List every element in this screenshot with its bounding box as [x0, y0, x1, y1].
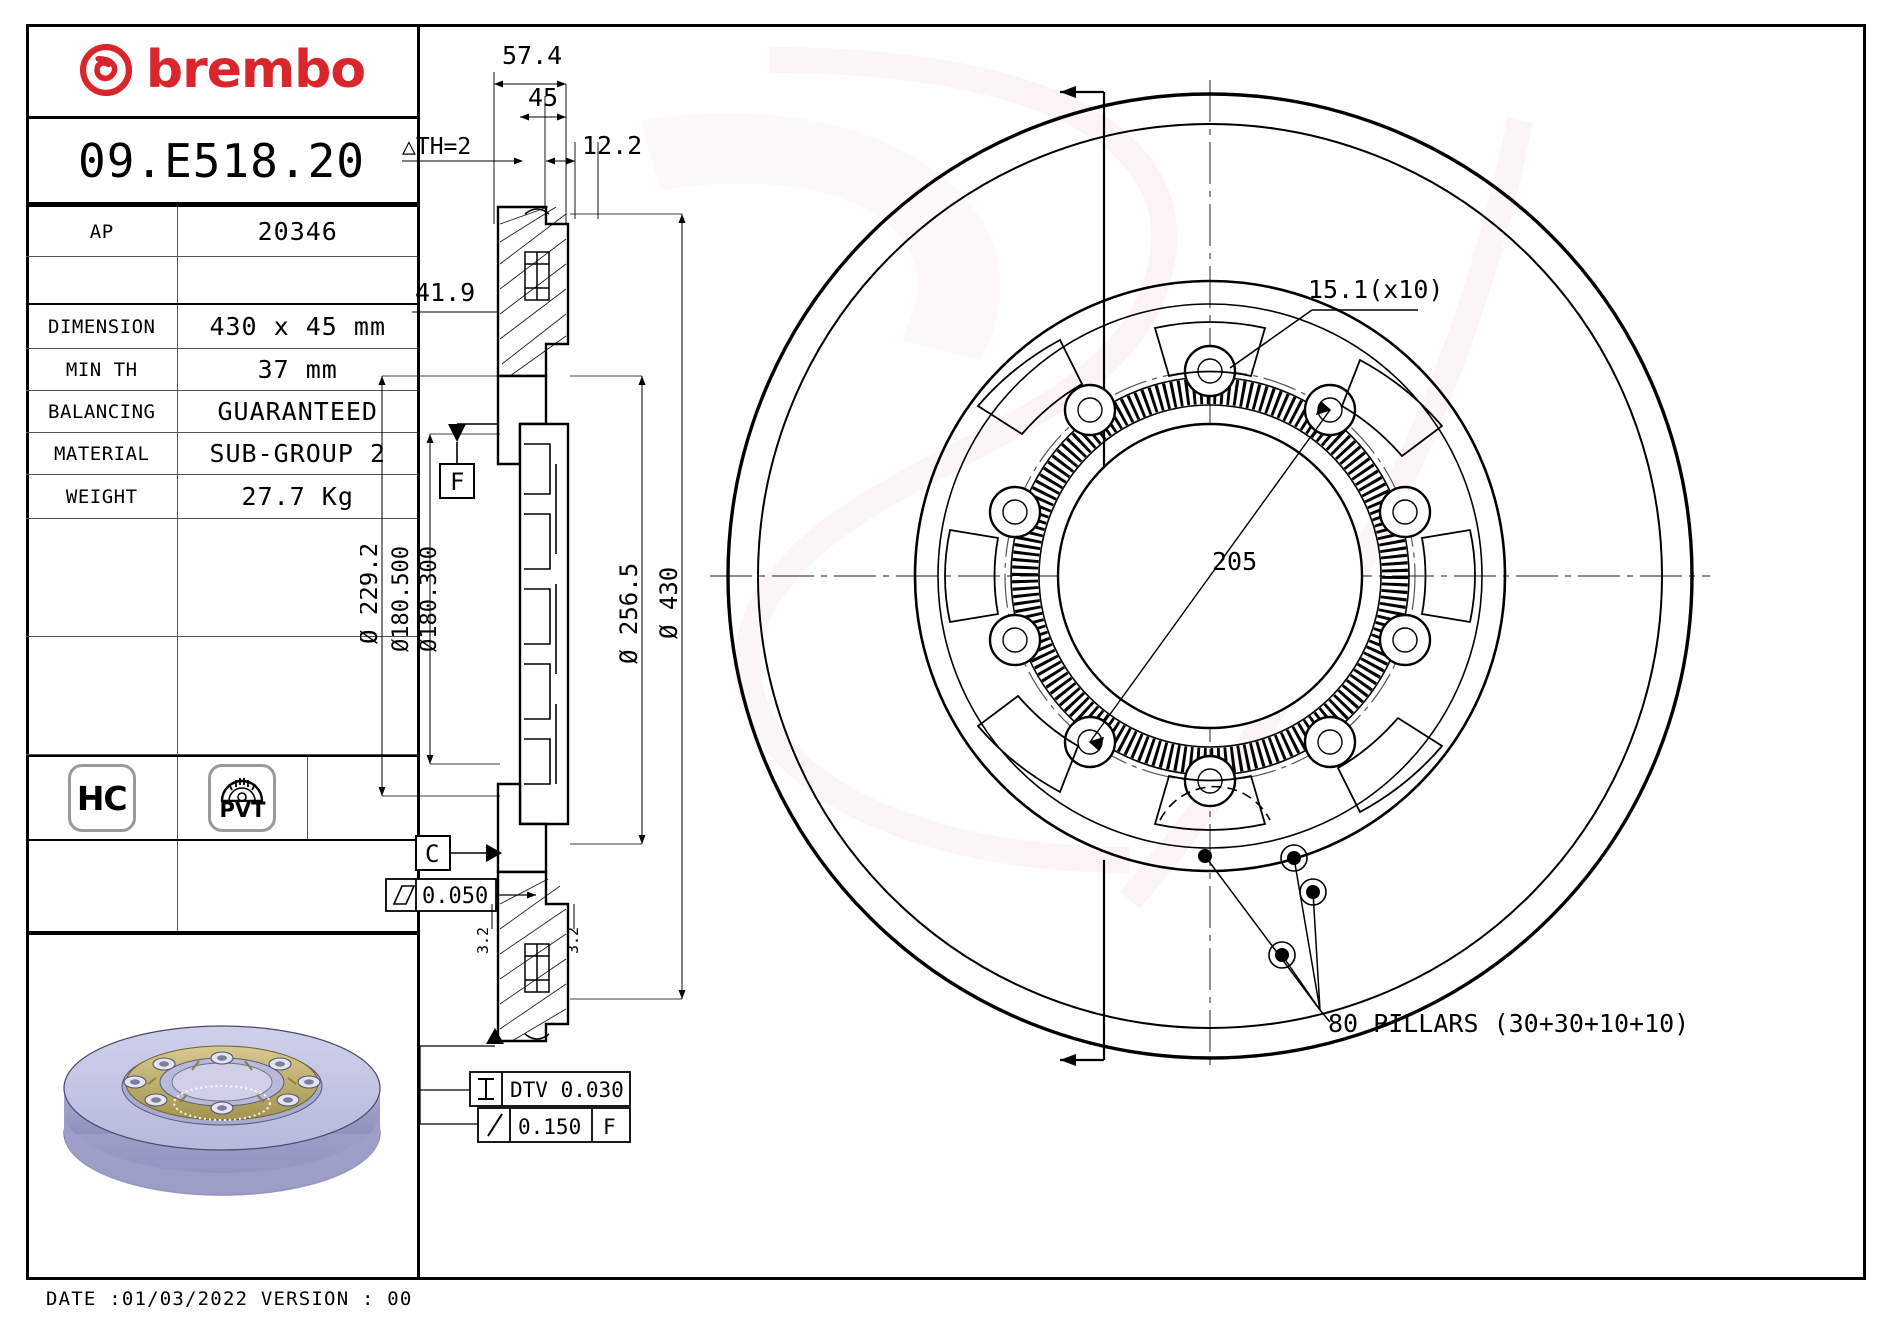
gdt-flatness: 0.050 — [385, 878, 536, 912]
row-key: WEIGHT — [26, 475, 179, 518]
pvt-disc-icon — [221, 777, 264, 802]
hc-badge-cell: HC — [26, 757, 179, 839]
datum-f: F — [439, 423, 498, 499]
blank-key-4 — [26, 841, 179, 931]
date-version-text: DATE :01/03/2022 VERSION : 00 — [46, 1288, 413, 1310]
table-row-blank-2 — [26, 519, 417, 637]
dim-disc-width: 45 — [528, 83, 558, 112]
dim-hat-height: 41.9 — [415, 278, 475, 307]
row-value: 430 x 45 mm — [209, 312, 387, 341]
row-value: 27.7 Kg — [241, 482, 354, 511]
hc-badge-label: HC — [76, 778, 128, 818]
row-key: MATERIAL — [26, 433, 179, 474]
disc-outer-inner-circle — [757, 123, 1663, 1029]
dim-dia-bore-min: Ø180.300 — [417, 546, 442, 652]
table-row-min-th: MIN TH 37 mm — [26, 349, 417, 391]
blank-key-1 — [26, 257, 179, 303]
pillars-note: 80 PILLARS (30+30+10+10) — [1328, 1009, 1689, 1038]
dim-dia-bore-max: Ø180.500 — [389, 546, 414, 652]
dim-chamfer-left: 3.2 — [474, 927, 492, 954]
pvt-badge-label: PVT — [219, 797, 266, 822]
pvt-badge: PVT — [208, 764, 277, 832]
disc-outer-circle — [726, 92, 1694, 1060]
braking-band-inner-circle — [913, 279, 1507, 873]
row-value: SUB-GROUP 2 — [209, 439, 387, 468]
section-view: 57.4 45 12.2 △TH=2 41.9 — [360, 41, 686, 1143]
dim-chamfer-right: 3.2 — [564, 927, 582, 954]
section-vane-detail — [524, 443, 557, 785]
product-photo-cell — [26, 933, 417, 1280]
table-row-dimension: DIMENSION 430 x 45 mm — [26, 305, 417, 349]
section-hatching — [499, 206, 567, 1042]
table-row-blank-4 — [26, 841, 417, 933]
blank-key-3 — [26, 637, 179, 754]
pvt-badge-cell: PVT — [178, 757, 308, 839]
hat-ribs — [944, 321, 1476, 831]
gdt-dtv-value: DTV 0.030 — [510, 1078, 624, 1102]
gdt-runout-datum: F — [603, 1115, 616, 1139]
datum-c: C — [415, 835, 502, 871]
row-key: BALANCING — [26, 391, 179, 432]
part-number: 09.E518.20 — [78, 133, 365, 188]
hole-callout-label: 15.1(x10) — [1308, 275, 1443, 304]
badges-row: HC PVT — [26, 755, 417, 841]
dim-overall-width: 57.4 — [502, 41, 562, 70]
table-row-material: MATERIAL SUB-GROUP 2 — [26, 433, 417, 475]
gdt-runout-value: 0.150 — [518, 1115, 581, 1139]
brake-disc-render — [62, 1024, 381, 1196]
table-row-weight: WEIGHT 27.7 Kg — [26, 475, 417, 519]
datum-c-letter: C — [425, 840, 439, 868]
pillars-callout: 80 PILLARS (30+30+10+10) — [1159, 785, 1689, 1038]
dim-dia-outer: Ø 430 — [655, 567, 683, 639]
part-number-cell: 09.E518.20 — [26, 119, 417, 205]
blank-key-2 — [26, 519, 179, 636]
dim-slot-width: 12.2 — [582, 131, 642, 160]
table-row-ap: AP 20346 — [26, 205, 417, 257]
row-key: MIN TH — [26, 349, 179, 390]
dim-dia-hub-face: Ø 229.2 — [360, 543, 383, 644]
title-block: brembo 09.E518.20 AP 20346 DIMENSION 430… — [26, 24, 420, 1280]
hat-outer-circle — [937, 303, 1483, 849]
tone-ring-base — [1012, 378, 1408, 774]
brembo-logo-icon — [79, 43, 132, 97]
row-key: DIMENSION — [26, 305, 179, 348]
ap-value: 20346 — [257, 217, 338, 246]
gdt-bottom-frames: DTV 0.030 0.150 F — [419, 1028, 631, 1143]
tone-ring-inner — [1038, 404, 1382, 748]
row-value: 37 mm — [257, 355, 338, 384]
hc-badge: HC — [67, 764, 136, 832]
table-row-blank-1 — [26, 257, 417, 305]
brand-logo-cell: brembo — [26, 24, 417, 119]
datum-f-letter: F — [450, 468, 464, 496]
dim-dia-inner-braking: Ø 256.5 — [615, 563, 643, 664]
drawing-frame — [26, 24, 1866, 1280]
hole-callout-leader — [1229, 309, 1418, 369]
bolt-circle-label: 205 — [1212, 547, 1257, 576]
table-row-blank-3 — [26, 637, 417, 755]
section-stud-icon — [524, 208, 550, 1040]
table-row-balancing: BALANCING GUARANTEED — [26, 391, 417, 433]
bolt-circle-dim — [1088, 400, 1332, 752]
face-view: 15.1(x10) 205 — [710, 80, 1710, 1070]
brand-name: brembo — [145, 40, 366, 100]
ap-label: AP — [26, 207, 179, 256]
gdt-flatness-value: 0.050 — [422, 884, 488, 909]
row-value: GUARANTEED — [217, 397, 378, 426]
dim-th-tolerance: △TH=2 — [402, 134, 471, 160]
